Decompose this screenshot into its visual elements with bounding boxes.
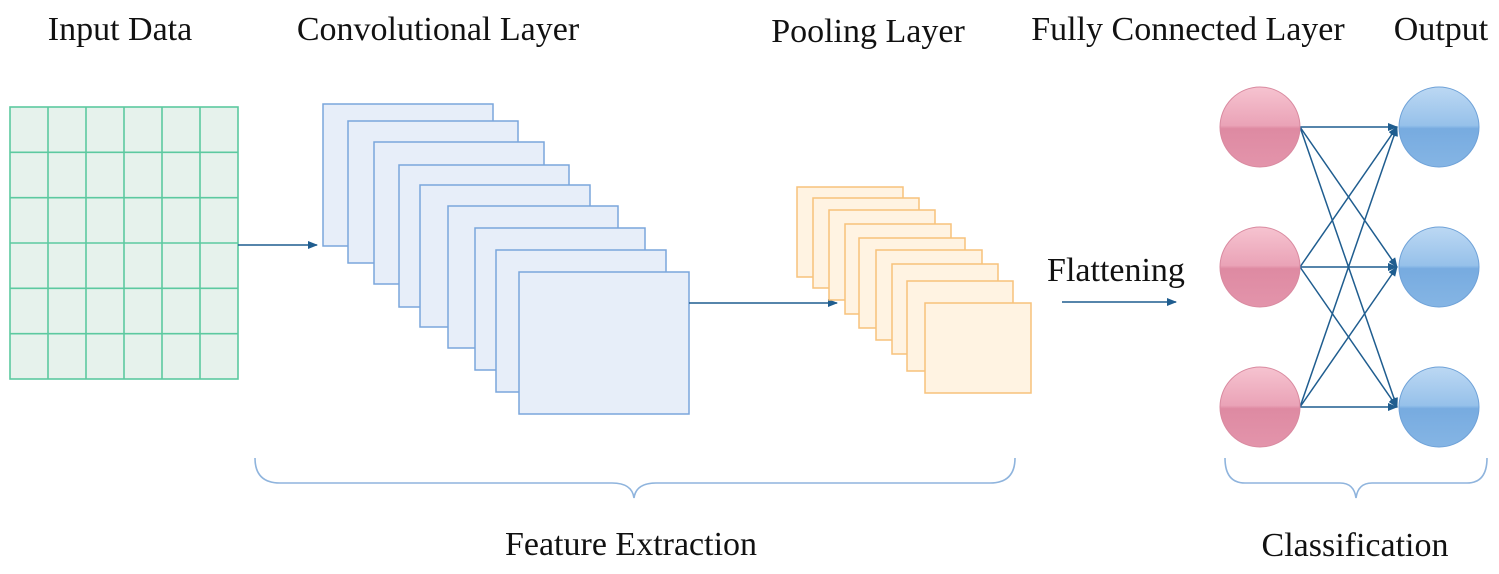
output-node [1398,86,1480,168]
pooling-layer-label: Pooling Layer [771,13,965,50]
input-data-label: Input Data [48,11,192,48]
output-node [1398,366,1480,448]
classification-brace [1224,457,1488,499]
fc-node [1219,226,1301,308]
output-nodes [1398,86,1480,448]
output-node [1398,226,1480,308]
conv-feature-map [518,271,690,415]
output-label: Output [1394,11,1489,48]
fc-node [1219,366,1301,448]
pool-feature-map [924,302,1032,394]
fully-connected-edges [1299,123,1398,411]
fully-connected-nodes [1219,86,1301,448]
classification-label: Classification [1262,527,1449,564]
fc-connection [1299,126,1398,408]
pooling-feature-maps [796,186,1032,394]
convolutional-feature-maps [322,103,690,415]
feature-extraction-label: Feature Extraction [505,526,757,563]
convolutional-layer-label: Convolutional Layer [297,11,580,48]
fc-connection [1299,266,1398,408]
fc-connection [1299,126,1398,268]
input-data-grid [9,106,239,380]
fully-connected-layer-label: Fully Connected Layer [1031,11,1345,48]
flattening-label: Flattening [1047,252,1185,289]
fc-node [1219,86,1301,168]
feature-extraction-brace [254,457,1016,499]
